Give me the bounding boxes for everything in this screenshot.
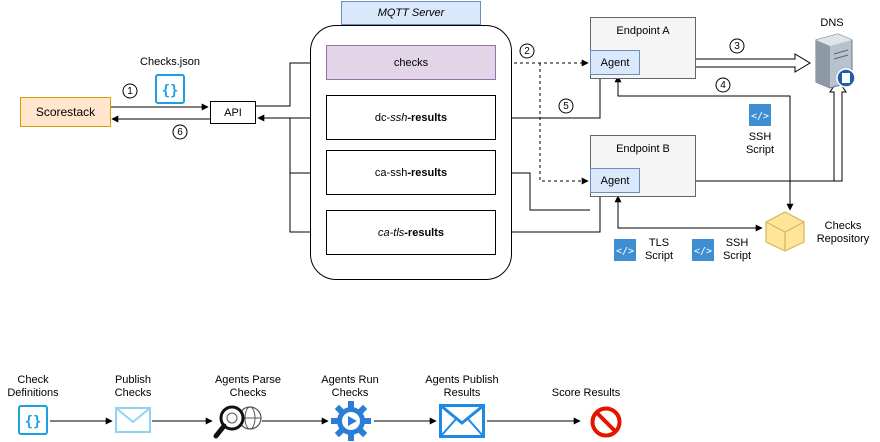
mail-icon <box>439 404 485 438</box>
ssh-script-line1: SSH <box>748 131 772 143</box>
pipeline-step-2-label: Publish Checks <box>102 374 164 400</box>
magnifier-globe-icon <box>213 405 262 439</box>
pipeline-step-2-line1: Publish <box>114 374 152 386</box>
svg-text:{}: {} <box>25 414 42 430</box>
pipeline-step-1-line1: Check <box>17 374 49 386</box>
pipeline-step-2-line2: Checks <box>114 387 152 399</box>
checks-json-label: Checks.json <box>140 56 200 68</box>
ssh-script-label-b: SSH Script <box>716 237 758 263</box>
step-5: 5 <box>563 101 569 112</box>
edge-agent-b-tls-results <box>497 194 601 236</box>
edge-agent-b-ssh-results <box>497 169 590 211</box>
checks-repository-icon[interactable] <box>764 210 806 252</box>
queue-ca-ssh-results[interactable]: ca-ssh-results <box>326 150 496 195</box>
pipeline-step-3-line1: Agents Parse <box>214 374 282 386</box>
queue-checks[interactable]: checks <box>326 45 496 80</box>
edge-api-checks <box>256 59 327 107</box>
pipeline-step-5-label: Agents Publish Results <box>412 374 512 400</box>
mail-icon <box>115 407 151 433</box>
pipeline-step-4-line1: Agents Run <box>321 374 379 386</box>
queue-ca-ssh-suffix: -results <box>407 166 448 179</box>
queue-ca-tls-results[interactable]: ca-tls-results <box>326 210 496 255</box>
agent-a[interactable]: Agent <box>590 50 640 75</box>
pipeline-step-4-label: Agents Run Checks <box>312 374 388 400</box>
checks-repository-label: Checks Repository <box>808 220 878 246</box>
api-node[interactable]: API <box>210 101 256 124</box>
gear-play-icon <box>331 401 371 441</box>
tls-script-line2: Script <box>644 250 674 262</box>
svg-text:</>: </> <box>694 246 712 257</box>
ssh-script-icon: </> <box>749 104 771 126</box>
step-3: 3 <box>734 41 740 52</box>
edge-agent-a-repo <box>614 75 794 211</box>
mqtt-server-label: MQTT Server <box>341 1 481 25</box>
repo-label-line2: Repository <box>816 233 870 245</box>
queue-dc-ssh-results[interactable]: dc-ssh-results <box>326 95 496 140</box>
tls-script-icon: </> <box>614 239 636 261</box>
queue-dc-suffix: -results <box>407 111 448 124</box>
queue-ca-tls-prefix: ca- <box>377 226 394 239</box>
pipeline-step-3-line2: Checks <box>229 387 267 399</box>
ssh-script-icon-b: </> <box>692 239 714 261</box>
step-6: 6 <box>177 127 183 138</box>
pipeline-step-1-label: Check Definitions <box>0 374 66 400</box>
scorestack-node[interactable]: Scorestack <box>20 97 111 127</box>
ssh-script-label-a: SSH Script <box>735 131 785 157</box>
pipeline-step-6-label: Score Results <box>551 387 621 399</box>
edge-checks-agent-b <box>539 63 589 185</box>
step-4: 4 <box>720 80 726 91</box>
dns-label: DNS <box>820 17 844 29</box>
edge-agent-b-repo <box>614 195 763 232</box>
no-entry-icon <box>590 406 622 438</box>
svg-text:</>: </> <box>751 111 769 122</box>
queue-ca-tls-suffix: -results <box>404 226 445 239</box>
pipeline-step-4-line2: Checks <box>331 387 369 399</box>
svg-text:{}: {} <box>162 83 179 99</box>
step-2: 2 <box>524 46 530 57</box>
pipeline-step-5-line2: Results <box>443 387 481 399</box>
tls-script-label: TLS Script <box>638 237 680 263</box>
step-1: 1 <box>127 86 133 97</box>
svg-text:</>: </> <box>616 246 634 257</box>
ssh-script-line2: Script <box>745 144 775 156</box>
ssh-script-b-line2: Script <box>722 250 752 262</box>
queue-dc-prefix: dc- <box>374 111 391 124</box>
ssh-script-b-line1: SSH <box>725 237 749 249</box>
json-file-icon: {} <box>18 405 48 435</box>
queue-ca-ssh-prefix: ca-ssh <box>374 166 408 179</box>
edge-agent-a-results <box>497 74 601 122</box>
repo-label-line1: Checks <box>824 220 862 232</box>
pipeline-step-1-line2: Definitions <box>7 387 59 399</box>
tls-script-line1: TLS <box>648 237 670 249</box>
queue-ca-tls-mid: tls <box>393 226 405 239</box>
dns-server-icon <box>815 33 856 89</box>
pipeline-step-5-line1: Agents Publish <box>425 374 499 386</box>
edge-dns-up-head <box>829 79 847 182</box>
pipeline-step-3-label: Agents Parse Checks <box>202 374 294 400</box>
json-file-icon: {} <box>155 74 185 104</box>
agent-b[interactable]: Agent <box>590 168 640 193</box>
queue-dc-mid: ssh <box>390 111 408 124</box>
